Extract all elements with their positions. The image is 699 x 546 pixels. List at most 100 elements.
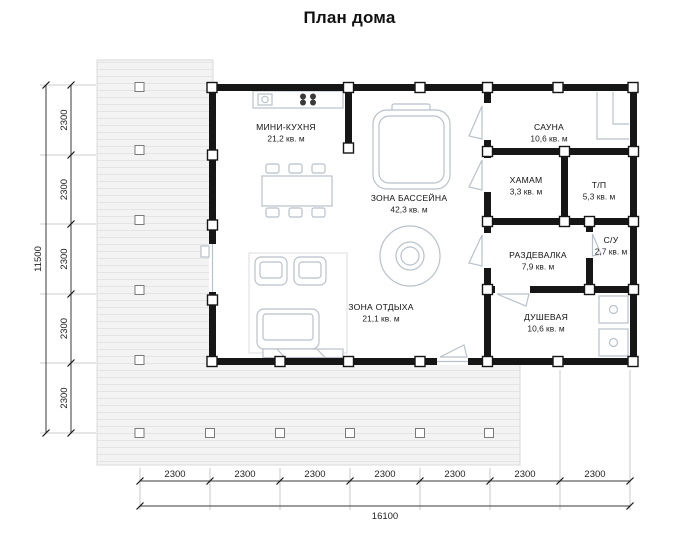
post [627, 145, 640, 158]
wall [530, 286, 637, 293]
sauna-bench [596, 92, 629, 140]
post [481, 215, 494, 228]
wall [484, 84, 491, 103]
room-label-sauna: САУНА [534, 122, 564, 132]
post [205, 428, 215, 438]
dim-left-segment: 2300 [59, 179, 70, 200]
wc-door [591, 233, 602, 257]
post [558, 215, 571, 228]
stove-burners [300, 93, 316, 106]
post [481, 355, 494, 368]
left-dimensions: 11500 2300 2300 2300 2300 2300 [33, 81, 75, 437]
post [481, 145, 494, 158]
pool [372, 103, 451, 190]
post [552, 355, 564, 368]
wall [484, 192, 491, 233]
post [206, 81, 218, 94]
post [415, 428, 425, 438]
wall [586, 225, 593, 232]
entrance-door [439, 344, 468, 358]
post [275, 428, 285, 438]
wall [209, 84, 216, 244]
wall [345, 84, 352, 148]
post [274, 355, 286, 368]
post [627, 355, 639, 368]
post [342, 81, 355, 94]
hammam-door [468, 159, 483, 191]
post [134, 355, 145, 365]
doors [200, 105, 602, 363]
room-area-lounge: 21,1 кв. м [362, 314, 399, 324]
wall [561, 148, 568, 225]
room-label-dressing: РАЗДЕВАЛКА [509, 250, 567, 260]
dim-left-total: 11500 [33, 246, 44, 272]
room-area-hammam: 3,3 кв. м [510, 187, 543, 197]
post [134, 428, 145, 438]
furniture-layer [248, 90, 629, 359]
deck-posts [134, 82, 494, 438]
room-labels: МИНИ-КУХНЯ 21,2 кв. м ЗОНА БАССЕЙНА 42,3… [256, 122, 627, 334]
room-label-su: С/У [604, 235, 619, 245]
post [134, 82, 145, 92]
post [558, 145, 571, 158]
post [481, 283, 494, 296]
post [134, 145, 145, 155]
post [134, 215, 145, 225]
room-area-pool: 42,3 кв. м [390, 205, 427, 215]
dim-bottom-total: 16100 [372, 511, 398, 522]
post [206, 149, 219, 161]
room-area-su: 2,7 кв. м [595, 247, 628, 257]
post [342, 142, 355, 154]
post [206, 219, 219, 231]
room-area-kitchen: 21,2 кв. м [267, 134, 304, 144]
dining-set [261, 163, 333, 218]
post [345, 428, 355, 438]
post [481, 81, 494, 94]
dim-bottom-segment: 2300 [444, 469, 465, 480]
room-label-tp: Т/П [592, 180, 607, 190]
post [583, 283, 596, 296]
room-area-sauna: 10,6 кв. м [530, 134, 567, 144]
hot-tub [379, 225, 441, 287]
post [627, 283, 640, 296]
post [552, 81, 564, 94]
page-title: План дома [303, 8, 396, 27]
room-label-pool: ЗОНА БАССЕЙНА [371, 192, 448, 203]
post [206, 294, 219, 306]
post [342, 355, 355, 368]
post [627, 81, 639, 94]
room-area-dressing: 7,9 кв. м [522, 262, 555, 272]
dim-left-segment: 2300 [59, 387, 70, 408]
dressing-door [468, 234, 483, 267]
wall [484, 268, 491, 365]
shower-trays [598, 295, 629, 357]
kitchen-sink [257, 93, 273, 106]
post [414, 81, 426, 94]
post [134, 285, 145, 295]
post [484, 428, 494, 438]
room-label-hammam: ХАМАМ [510, 175, 543, 185]
dining-table [261, 175, 333, 207]
wall [586, 258, 593, 293]
post [206, 355, 218, 368]
room-label-shower: ДУШЕВАЯ [524, 312, 568, 322]
lounge-furniture [248, 252, 348, 359]
dim-bottom-segment: 2300 [584, 469, 605, 480]
extension-lines [40, 84, 631, 510]
dim-left-segment: 2300 [59, 248, 70, 269]
dim-bottom-segment: 2300 [374, 469, 395, 480]
sofa [256, 308, 320, 350]
armchair [293, 256, 327, 286]
dim-left-segment: 2300 [59, 109, 70, 130]
room-area-tp: 5,3 кв. м [583, 192, 616, 202]
dim-bottom-segment: 2300 [164, 469, 185, 480]
shower-door [496, 293, 530, 307]
armchair [254, 256, 288, 286]
bottom-dimensions: 2300 2300 2300 2300 2300 2300 2300 16100 [136, 469, 634, 522]
dim-bottom-segment: 2300 [304, 469, 325, 480]
wall-posts [206, 81, 640, 368]
kitchen-counter [252, 90, 344, 109]
room-area-shower: 10,6 кв. м [527, 324, 564, 334]
